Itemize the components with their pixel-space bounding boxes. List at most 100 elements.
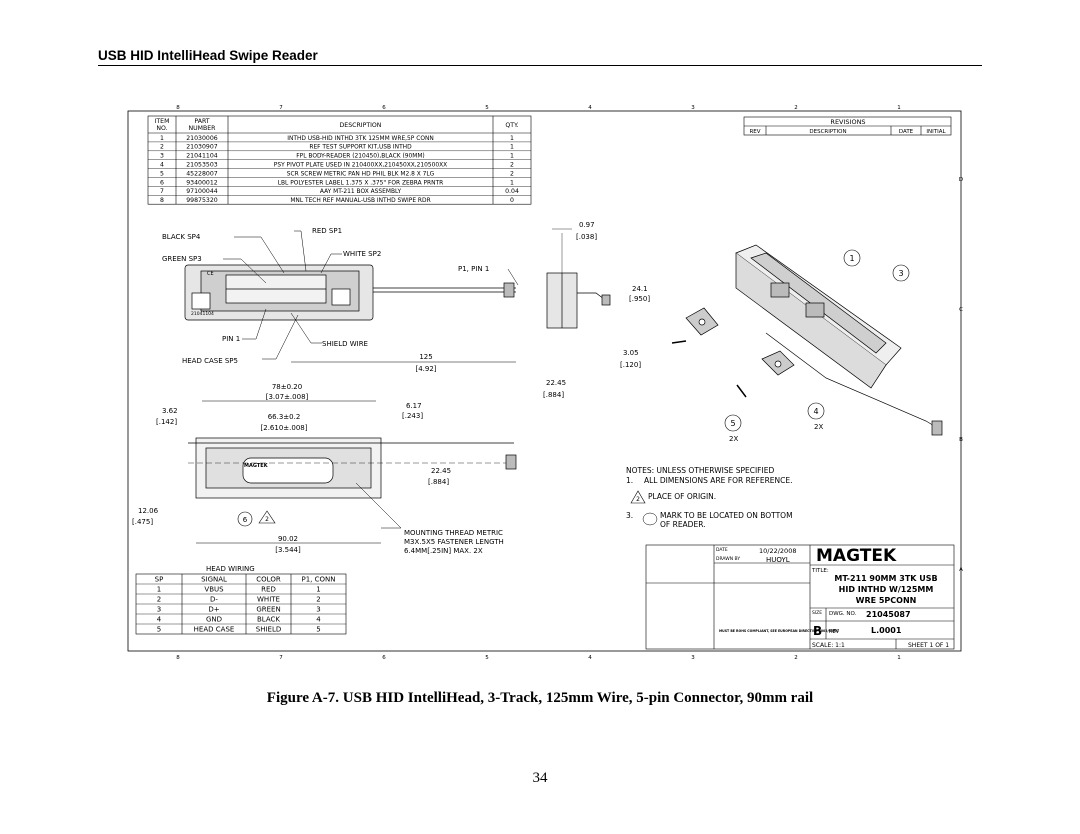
balloon-1: 1 bbox=[843, 249, 861, 267]
top-view-reader bbox=[184, 264, 516, 321]
revisions-table: REVISIONS REV DESCRIPTION DATE INITIAL bbox=[743, 116, 952, 136]
zone-col-top-5: 5 bbox=[485, 105, 489, 111]
wiring-cell-r0-c0: 1 bbox=[157, 586, 161, 594]
label-green-sp3: GREEN SP3 bbox=[162, 255, 202, 263]
note-2-triangle bbox=[630, 490, 646, 504]
bom-cell-r3-c3: 2 bbox=[510, 162, 514, 169]
initial-col-header: INITIAL bbox=[926, 129, 946, 135]
bom-header-1-a: PART bbox=[194, 118, 209, 125]
balloon-6: 6 bbox=[237, 511, 253, 527]
drawing-border bbox=[127, 110, 962, 652]
dim-1206-in: [.475] bbox=[132, 518, 153, 526]
note-3-line-2: OF READER. bbox=[660, 520, 706, 529]
bom-cell-r0-c1: 21030006 bbox=[186, 135, 218, 142]
dim-617-in: [.243] bbox=[402, 412, 423, 420]
zone-row-markers: DDCCBBAA bbox=[959, 177, 963, 573]
zone-col-top-1: 1 bbox=[897, 105, 901, 111]
label-2x-a: 2X bbox=[729, 435, 738, 443]
bom-cell-r4-c2: SCR SCREW METRIC PAN HD PHIL BLK M2.8 X … bbox=[287, 171, 435, 177]
zone-col-top-8: 8 bbox=[176, 105, 180, 111]
tb-sheet: SHEET 1 OF 1 bbox=[908, 642, 949, 649]
zone-row-right-A: A bbox=[959, 567, 963, 573]
bom-cell-r2-c0: 3 bbox=[160, 153, 164, 160]
date-col-header: DATE bbox=[899, 129, 914, 135]
zone-col-bottom-6: 6 bbox=[382, 655, 386, 661]
zone-col-bottom-1: 1 bbox=[897, 655, 901, 661]
bom-cell-r7-c3: 0 bbox=[510, 197, 514, 204]
wiring-cell-r1-c0: 2 bbox=[157, 596, 161, 604]
top-view-leaders bbox=[223, 230, 519, 360]
zone-col-bottom-5: 5 bbox=[485, 655, 489, 661]
wiring-cell-r3-c2: BLACK bbox=[257, 616, 280, 624]
label-ce-mark: CE bbox=[207, 271, 214, 277]
zone-col-top-2: 2 bbox=[794, 105, 798, 111]
balloon-3: 3 bbox=[892, 264, 910, 282]
isometric-exploded-view bbox=[671, 244, 943, 436]
wiring-title: HEAD WIRING bbox=[206, 565, 255, 573]
bom-cell-r0-c3: 1 bbox=[510, 135, 514, 142]
bom-cell-r2-c3: 1 bbox=[510, 153, 514, 160]
bom-cell-r0-c0: 1 bbox=[160, 135, 164, 142]
zone-col-top-4: 4 bbox=[588, 105, 592, 111]
zone-row-right-D: D bbox=[959, 177, 963, 183]
bom-cell-r1-c3: 1 bbox=[510, 144, 514, 151]
bom-header-1-b: NUMBER bbox=[189, 125, 217, 132]
label-pin1: PIN 1 bbox=[222, 335, 240, 343]
svg-text:1: 1 bbox=[849, 254, 854, 263]
dim-2245b: 22.45 bbox=[431, 467, 451, 475]
svg-text:3: 3 bbox=[898, 269, 903, 278]
bom-cell-r6-c1: 97100044 bbox=[186, 188, 218, 195]
bom-cell-r6-c2: AAY MT-211 BOX ASSEMBLY bbox=[320, 189, 402, 195]
zone-col-bottom-2: 2 bbox=[794, 655, 798, 661]
tb-drawn-by-label: DRAWN BY bbox=[716, 556, 740, 562]
tb-scale: SCALE: 1:1 bbox=[812, 642, 845, 649]
zone-row-right-C: C bbox=[959, 307, 963, 313]
wiring-cell-r1-c2: WHITE bbox=[257, 596, 280, 604]
tb-drawn-by: HUOYL bbox=[766, 556, 790, 564]
origin-mark-symbol bbox=[642, 512, 658, 526]
section-title: USB HID IntelliHead Swipe Reader bbox=[98, 48, 318, 63]
wiring-header-2: COLOR bbox=[256, 576, 281, 584]
title-block bbox=[645, 544, 955, 650]
dim-241: 24.1 bbox=[632, 285, 648, 293]
dim-305: 3.05 bbox=[623, 349, 639, 357]
bom-header-2: DESCRIPTION bbox=[340, 122, 382, 129]
dim-097: 0.97 bbox=[579, 221, 595, 229]
bom-cell-r6-c0: 7 bbox=[160, 188, 164, 195]
dim-78: 78±0.20 bbox=[272, 383, 302, 391]
label-shield-wire: SHIELD WIRE bbox=[322, 340, 368, 348]
dim-362: 3.62 bbox=[162, 407, 178, 415]
tb-date: 10/22/2008 bbox=[759, 547, 796, 555]
bom-header-0-a: ITEM bbox=[155, 118, 170, 125]
wiring-header-1: SIGNAL bbox=[201, 576, 227, 584]
wiring-cell-r4-c3: 5 bbox=[316, 626, 320, 634]
tb-title-line-1: MT-211 90MM 3TK USB bbox=[834, 574, 937, 583]
dim-362-in: [.142] bbox=[156, 418, 177, 426]
note-2-text: PLACE OF ORIGIN. bbox=[648, 492, 716, 501]
bom-cell-r5-c0: 6 bbox=[160, 179, 164, 186]
zone-col-bottom-7: 7 bbox=[279, 655, 283, 661]
tb-dwg-no-label: DWG. NO. bbox=[829, 611, 857, 617]
dim-663-in: [2.610±.008] bbox=[261, 424, 308, 432]
tb-title-line-2: HID INTHD W/125MM bbox=[839, 585, 934, 594]
tb-dwg-no: 21045087 bbox=[866, 610, 911, 619]
note-1-num: 1. bbox=[626, 476, 633, 485]
bom-header-0-b: NO. bbox=[156, 125, 167, 132]
wiring-cell-r0-c2: RED bbox=[261, 586, 276, 594]
wiring-cell-r2-c0: 3 bbox=[157, 606, 161, 614]
dim-125: 125 bbox=[419, 353, 432, 361]
page-number: 34 bbox=[532, 770, 548, 786]
label-head-case-sp5: HEAD CASE SP5 bbox=[182, 357, 238, 365]
tb-rev: L.0001 bbox=[871, 626, 902, 635]
zone-col-top-3: 3 bbox=[691, 105, 695, 111]
dim-125-in: [4.92] bbox=[415, 365, 436, 373]
zone-row-right-B: B bbox=[959, 437, 963, 443]
mounting-note-3: 6.4MM[.25IN] MAX. 2X bbox=[404, 547, 483, 555]
note-2-num: 2 bbox=[636, 496, 640, 503]
zone-col-top-6: 6 bbox=[382, 105, 386, 111]
